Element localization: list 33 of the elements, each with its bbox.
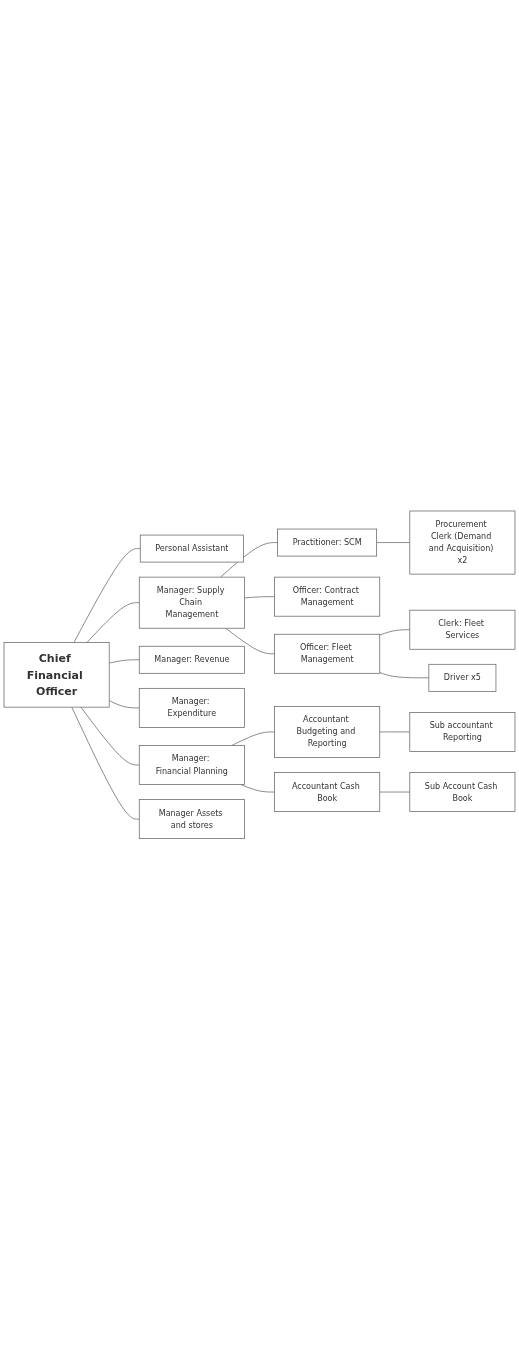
connector <box>80 706 140 766</box>
node-box: Manager: Supply Chain Management <box>138 576 245 629</box>
node-box: Driver x5 <box>428 663 497 692</box>
node-box: Manager: Expenditure <box>138 687 245 728</box>
connector <box>379 731 411 732</box>
connector <box>71 706 140 820</box>
connector <box>225 627 275 654</box>
connector <box>86 601 140 643</box>
node-box: Manager: Revenue <box>138 645 245 674</box>
node-box: Clerk: Fleet Services <box>409 609 516 650</box>
node-box: Personal Assistant <box>139 534 244 563</box>
connector <box>379 671 430 678</box>
node-box: Manager Assets and stores <box>138 798 245 839</box>
connector <box>108 659 140 664</box>
connector <box>231 731 275 746</box>
connector <box>108 699 140 708</box>
connector <box>220 541 278 578</box>
node-box: Chief Financial Officer <box>3 641 110 708</box>
node-box: Officer: Contract Management <box>274 576 381 617</box>
connector <box>379 629 411 636</box>
node-box: Sub accountant Reporting <box>409 711 516 752</box>
connector <box>73 547 141 643</box>
node-box: Officer: Fleet Management <box>274 633 381 674</box>
node-box: Accountant Cash Book <box>274 771 381 812</box>
node-box: Manager: Financial Planning <box>138 744 245 785</box>
connector <box>376 541 411 543</box>
connector <box>379 791 411 793</box>
node-box: Procurement Clerk (Demand and Acquisition) x2 <box>409 510 516 575</box>
connector <box>240 783 275 793</box>
connector <box>244 595 275 599</box>
node-box: Sub Account Cash Book <box>409 771 516 812</box>
node-box: Accountant Budgeting and Reporting <box>274 705 381 758</box>
node-box: Practitioner: SCM <box>277 528 377 557</box>
